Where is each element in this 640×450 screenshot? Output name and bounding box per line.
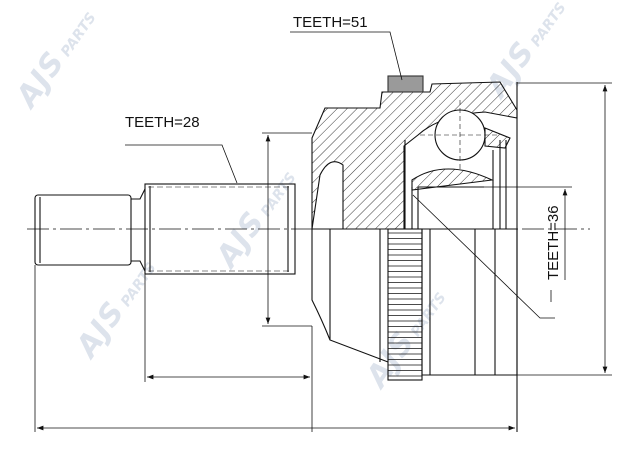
threaded-stub [34,194,132,266]
housing-section [311,81,518,230]
shaft-teeth-label: TEETH=28 [125,114,200,131]
shaft-neck [131,188,146,272]
cage-section [411,168,494,191]
spline-shaft [144,183,296,275]
outer-teeth-label: TEETH=51 [293,14,368,31]
outer-spline-block [387,75,424,93]
inner-teeth-label: TEETH=36 [545,205,562,280]
housing-lower [311,228,518,376]
dimension-lines [34,31,612,432]
